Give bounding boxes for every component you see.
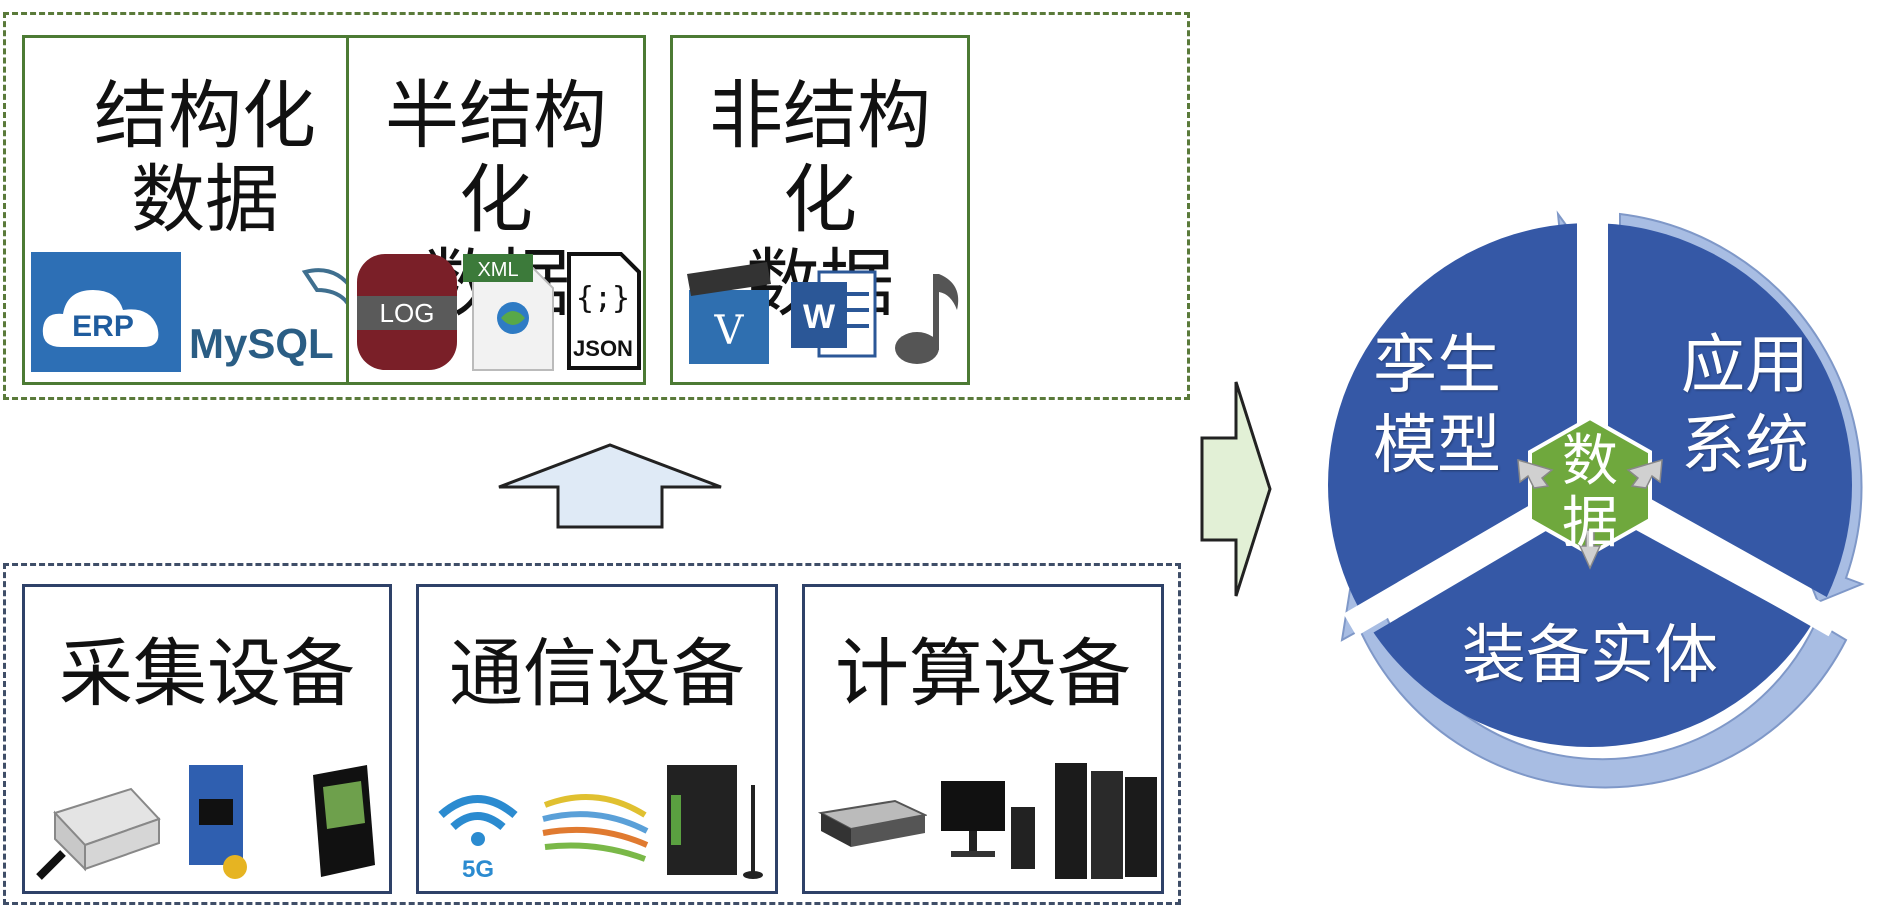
server-cabinets-icon	[1055, 763, 1157, 879]
collection-devices-box: 采集设备	[22, 584, 392, 894]
router-gateway-icon	[667, 765, 763, 879]
structured-title-line2: 数据	[131, 157, 279, 243]
svg-text:{;}: {;}	[576, 281, 630, 316]
xml-label: XML	[477, 259, 518, 281]
label-equipment-entity: 装备实体	[1430, 616, 1750, 696]
music-note-icon	[895, 274, 959, 364]
structured-data-box: 结构化 数据 ERP MySQL	[22, 35, 388, 385]
word-label: W	[803, 298, 836, 336]
semi-title-line1: 半结构化	[385, 73, 607, 243]
collection-devices-icons	[31, 755, 383, 885]
mysql-label: MySQL	[189, 320, 334, 367]
data-types-group: 结构化 数据 ERP MySQL 半结构化 数据 LO	[3, 12, 1190, 400]
log-file-icon: LOG	[357, 254, 457, 370]
center-bidirectional-arrows	[1517, 458, 1663, 570]
communication-devices-box: 通信设备 5G	[416, 584, 778, 894]
video-label: V	[714, 308, 745, 354]
unstructured-data-title: 非结构化 数据	[673, 74, 967, 326]
desktop-computer-icon	[941, 781, 1035, 869]
video-clapper-icon: V	[687, 262, 771, 364]
computing-devices-title: 计算设备	[835, 631, 1131, 717]
erp-label: ERP	[72, 310, 134, 343]
unstructured-data-box: 非结构化 数据 V W	[670, 35, 970, 385]
label-application-system: 应用 系统	[1660, 326, 1830, 486]
structured-icons: ERP MySQL	[31, 246, 379, 376]
erp-cloud-icon: ERP	[31, 252, 181, 372]
devices-group: 采集设备 通信设备	[3, 563, 1181, 905]
structured-title-line1: 结构化	[94, 73, 316, 159]
unstructured-icons: V W	[679, 246, 961, 376]
unstructured-title-line1: 非结构化	[709, 73, 931, 243]
twin-model-line1: 孪生	[1373, 329, 1501, 403]
equipment-entity-line1: 装备实体	[1462, 619, 1718, 693]
computing-devices-icons	[811, 755, 1157, 885]
semi-structured-data-box: 半结构化 数据 LOG XML {;} JSON	[346, 35, 646, 385]
structured-data-title: 结构化 数据	[25, 74, 385, 242]
json-file-icon: {;} JSON	[567, 252, 641, 370]
label-twin-model: 孪生 模型	[1352, 326, 1522, 486]
xml-file-icon: XML	[463, 254, 554, 371]
right-arrow-icon	[1200, 381, 1272, 597]
laser-sensor-icon	[189, 765, 247, 879]
collection-devices-title: 采集设备	[59, 631, 355, 717]
semi-structured-icons: LOG XML {;} JSON	[355, 246, 641, 376]
json-label: JSON	[573, 336, 633, 361]
up-arrow-icon	[498, 443, 722, 529]
application-system-line1: 应用	[1681, 329, 1809, 403]
word-document-icon: W	[791, 270, 877, 358]
log-label: LOG	[380, 298, 435, 328]
5g-wifi-icon: 5G	[438, 795, 518, 883]
center-label-line2: 据	[1562, 491, 1618, 556]
mysql-dolphin-icon: MySQL	[189, 268, 379, 367]
rack-server-icon	[817, 799, 927, 847]
5g-label: 5G	[462, 856, 494, 883]
handheld-meter-icon	[313, 765, 375, 877]
communication-devices-icons: 5G	[425, 755, 769, 885]
fiber-cables-icon	[542, 794, 649, 862]
twin-cycle-diagram: 数 据	[1328, 200, 1865, 789]
twin-model-line2: 模型	[1373, 409, 1501, 483]
center-label-line1: 数	[1562, 429, 1618, 494]
application-system-line2: 系统	[1681, 409, 1809, 483]
computing-devices-box: 计算设备	[802, 584, 1164, 894]
sensor-box-icon	[36, 787, 161, 880]
communication-devices-title: 通信设备	[449, 631, 745, 717]
